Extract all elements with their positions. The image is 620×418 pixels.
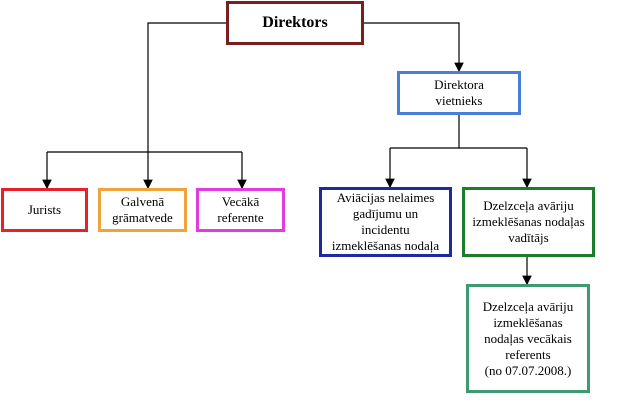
node-director-label: Direktors	[262, 14, 328, 31]
node-rail-senior-referent: Dzelzceļa avāriju izmeklēšanas nodaļas v…	[466, 284, 590, 393]
node-senior-referent: Vecākā referente	[196, 188, 285, 232]
node-aviation-label: Aviācijas nelaimes gadījumu un incidentu…	[331, 190, 440, 253]
node-aviation-division: Aviācijas nelaimes gadījumu un incidentu…	[319, 187, 452, 257]
node-jurists-label: Jurists	[27, 202, 62, 217]
node-rail-head-label: Dzelzceļa avāriju izmeklēšanas nodaļas v…	[472, 198, 585, 245]
node-director: Direktors	[226, 1, 364, 45]
node-deputy-label: Direktora vietnieks	[434, 77, 484, 108]
node-chief-accountant: Galvenā grāmatvede	[98, 188, 187, 232]
node-jurists: Jurists	[1, 188, 88, 232]
connector-director-left	[143, 22, 226, 190]
node-referente-label: Vecākā referente	[217, 194, 264, 225]
connector-director-deputy	[364, 22, 464, 73]
node-rail-division-head: Dzelzceļa avāriju izmeklēšanas nodaļas v…	[462, 187, 595, 257]
node-accountant-label: Galvenā grāmatvede	[112, 194, 173, 225]
node-rail-ref-label: Dzelzceļa avāriju izmeklēšanas nodaļas v…	[482, 298, 574, 378]
node-deputy-director: Direktora vietnieks	[397, 71, 521, 115]
